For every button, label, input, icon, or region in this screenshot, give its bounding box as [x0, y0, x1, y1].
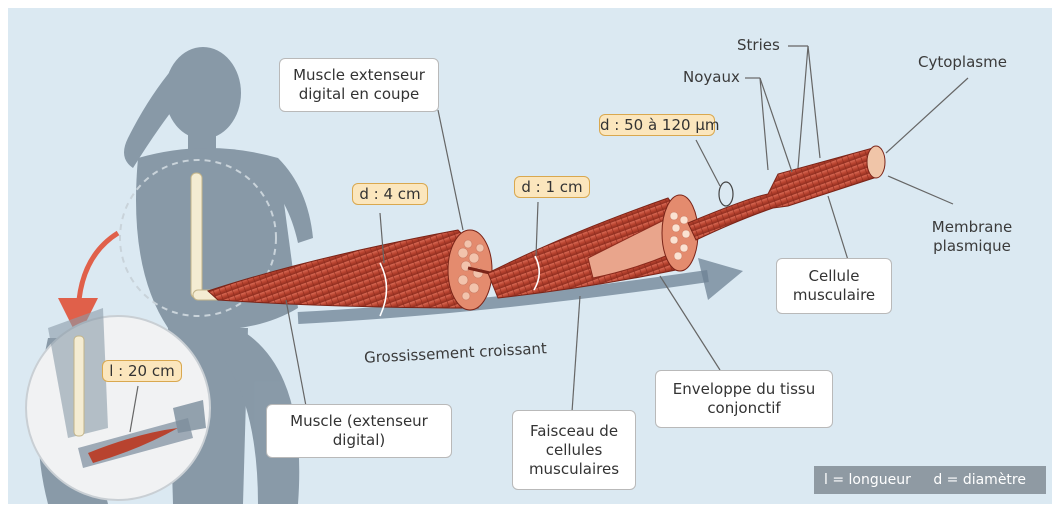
muscle-cell-shape: [688, 148, 880, 240]
label-cellule: Cellule musculaire: [776, 258, 892, 314]
magnification-arrowhead: [698, 258, 743, 300]
humerus-bone: [191, 173, 202, 298]
label-envelope: Enveloppe du tissu conjonctif: [655, 370, 833, 428]
legend-diametre: d = diamètre: [933, 472, 1026, 488]
muscle-cell-cross-section: [867, 146, 885, 178]
zoom-arrow: [78, 233, 118, 318]
cell-diameter-ring: [719, 182, 733, 206]
measure-fascicle-diameter: d : 1 cm: [514, 176, 590, 198]
legend-longueur: l = longueur: [824, 472, 911, 488]
measure-muscle-length: l : 20 cm: [102, 360, 182, 382]
label-cytoplasme: Cytoplasme: [918, 53, 1007, 72]
measure-cell-diameter: d : 50 à 120 µm: [599, 114, 715, 136]
label-envelope-text: Enveloppe du tissu conjonctif: [662, 380, 826, 418]
label-cellule-text: Cellule musculaire: [783, 267, 885, 305]
label-muscle-section: Muscle extenseur digital en coupe: [279, 58, 439, 112]
legend: l = longueur d = diamètre: [814, 466, 1046, 494]
measure-muscle-diameter: d : 4 cm: [352, 183, 428, 205]
label-membrane-text: Membrane plasmique: [932, 218, 1012, 255]
label-muscle: Muscle (extenseur digital): [266, 404, 452, 458]
diagram-canvas: Muscle extenseur digital en coupe Stries…: [8, 8, 1052, 504]
label-muscle-section-text: Muscle extenseur digital en coupe: [286, 66, 432, 104]
label-muscle-text: Muscle (extenseur digital): [273, 412, 445, 450]
label-faisceau-text: Faisceau de cellules musculaires: [519, 422, 629, 479]
label-faisceau: Faisceau de cellules musculaires: [512, 410, 636, 490]
label-membrane: Membrane plasmique: [926, 218, 1018, 256]
label-noyaux: Noyaux: [683, 68, 740, 87]
label-stries: Stries: [737, 36, 780, 55]
